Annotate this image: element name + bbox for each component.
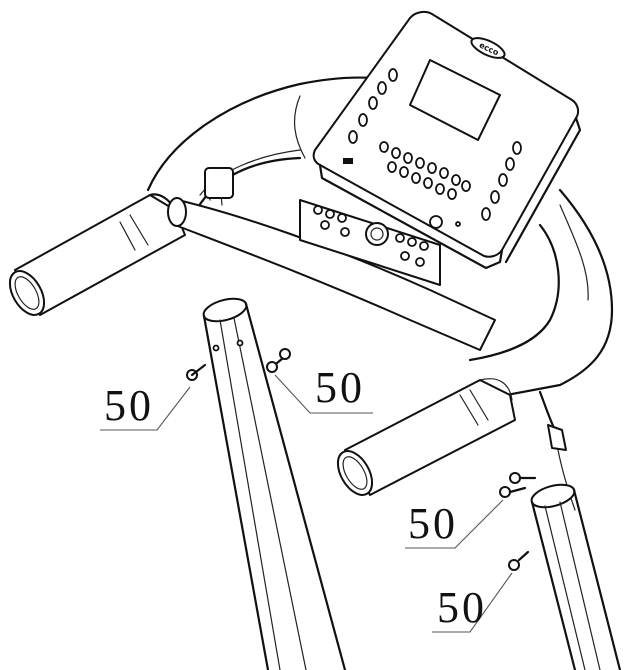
brand-logo: ecco [470, 37, 506, 59]
center-keypad [299, 199, 441, 286]
console-display [409, 59, 501, 141]
bolt-left-inner [266, 348, 291, 373]
callout-label: 50 [408, 499, 458, 548]
callout-label: 50 [315, 363, 365, 412]
callout-right-upper: 50 [405, 499, 504, 549]
callout-right-lower: 50 [432, 572, 513, 633]
bolt-left-outer [186, 363, 207, 381]
callout-label: 50 [104, 381, 154, 430]
front-crossbar [167, 167, 496, 351]
callout-left-inner: 50 [274, 363, 373, 414]
left-handgrip [8, 193, 186, 316]
bolt-right-upper [499, 472, 537, 498]
right-handgrip [336, 378, 516, 496]
console: ecco [312, 10, 582, 270]
cable-connector [538, 390, 576, 511]
callout-label: 50 [437, 583, 487, 632]
right-upright-tube [530, 483, 622, 670]
bolt-right-lower [508, 550, 530, 571]
left-upright-tube [202, 297, 347, 670]
callout-left-outer: 50 [100, 381, 191, 431]
